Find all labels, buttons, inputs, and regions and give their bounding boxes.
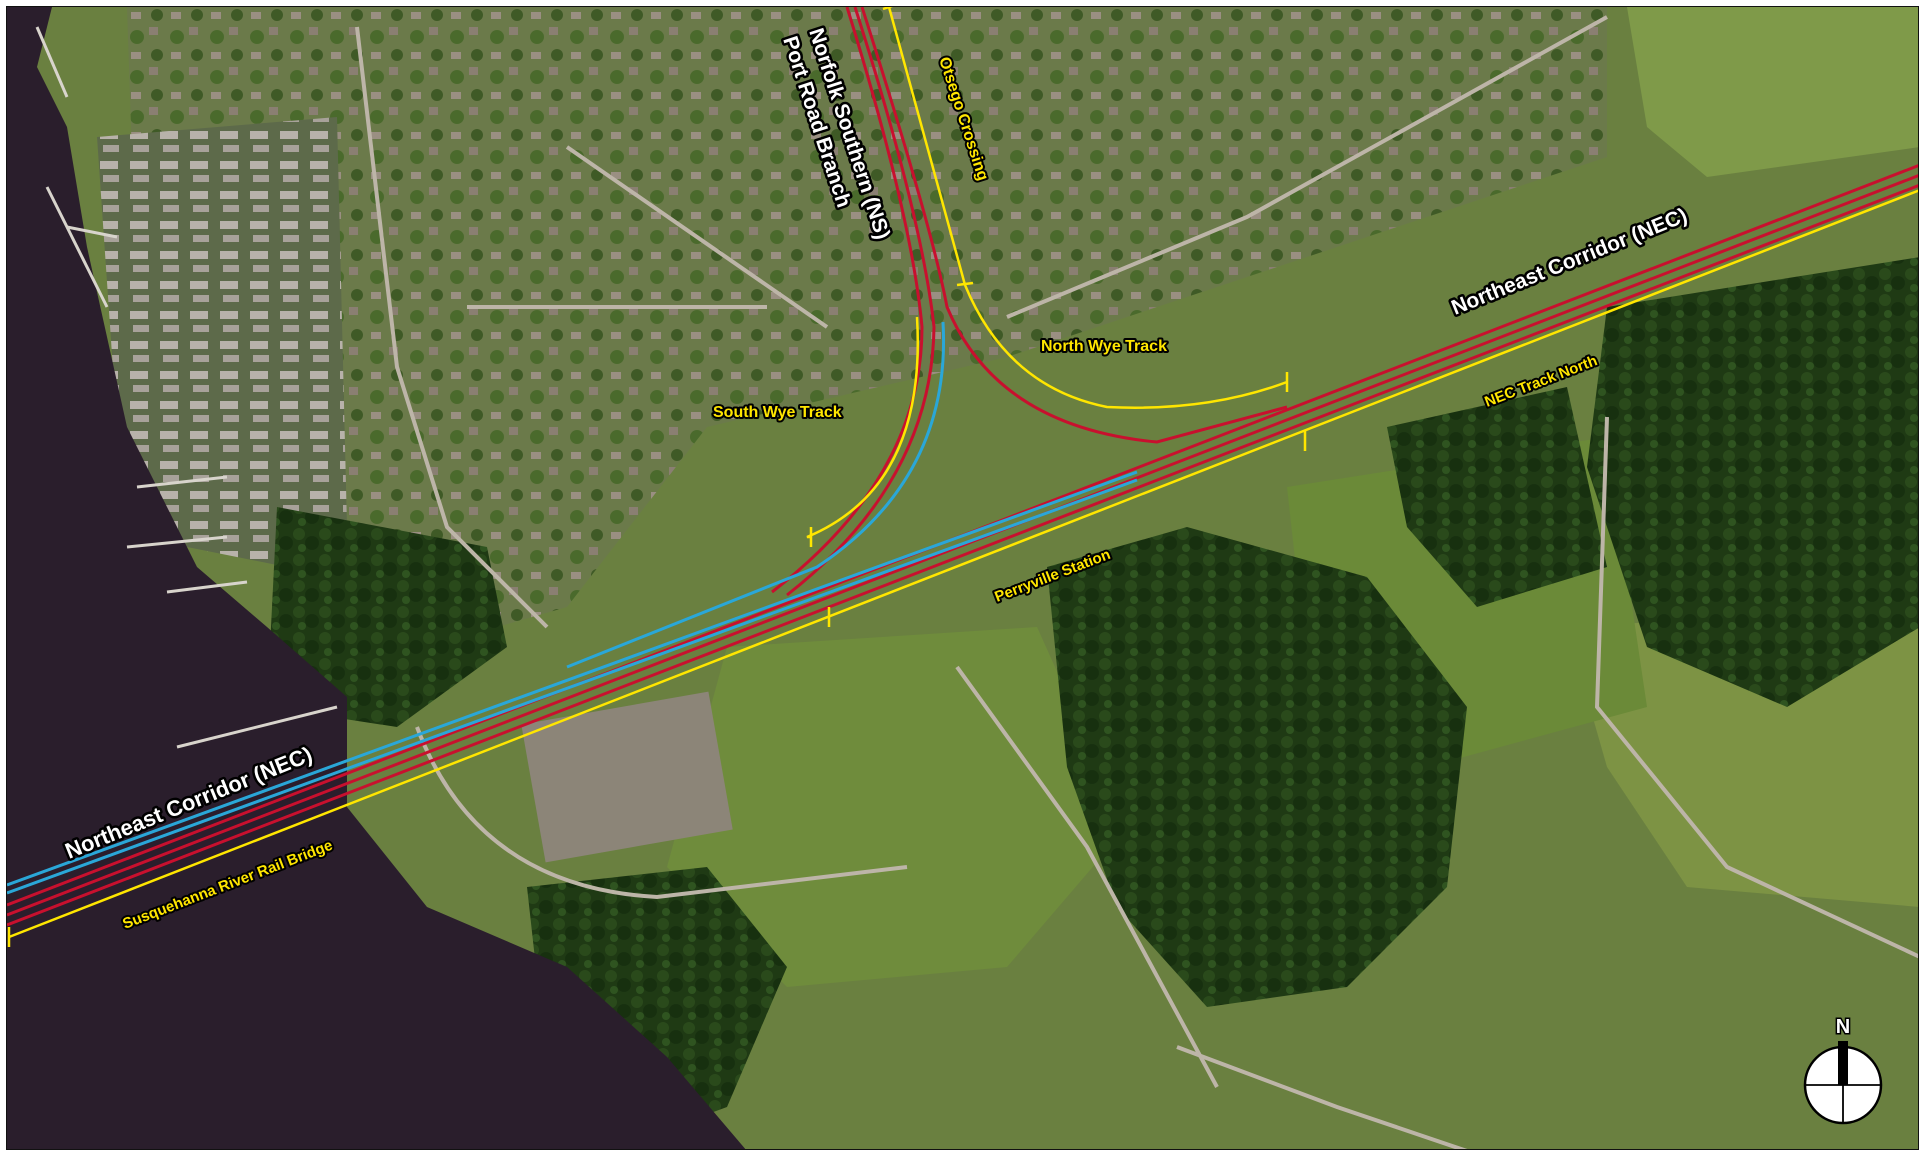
track-blue-group	[7, 321, 1138, 895]
river-water	[7, 7, 746, 1149]
forest-northeast	[1387, 387, 1607, 607]
forest-east	[1587, 257, 1918, 707]
limit-lines	[7, 7, 1918, 947]
substation	[521, 691, 733, 863]
forest-central	[1047, 527, 1467, 1007]
marina-area	[97, 117, 347, 567]
label-south-wye-track: South Wye Track	[713, 404, 842, 421]
north-arrow-icon: N	[1803, 1015, 1883, 1125]
town-area	[127, 7, 1607, 647]
marina-docks	[35, 26, 338, 749]
field-east	[1567, 607, 1918, 907]
roads	[355, 15, 1918, 1149]
north-arrow-letter: N	[1836, 1016, 1850, 1038]
map-canvas: Northeast Corridor (NEC) Northeast Corri…	[7, 7, 1918, 1149]
field-northeast	[1627, 7, 1918, 177]
forest-riverbank	[267, 507, 507, 727]
label-north-wye-track: North Wye Track	[1041, 338, 1167, 355]
field-south	[667, 627, 1127, 987]
aerial-map: Northeast Corridor (NEC) Northeast Corri…	[6, 6, 1919, 1150]
